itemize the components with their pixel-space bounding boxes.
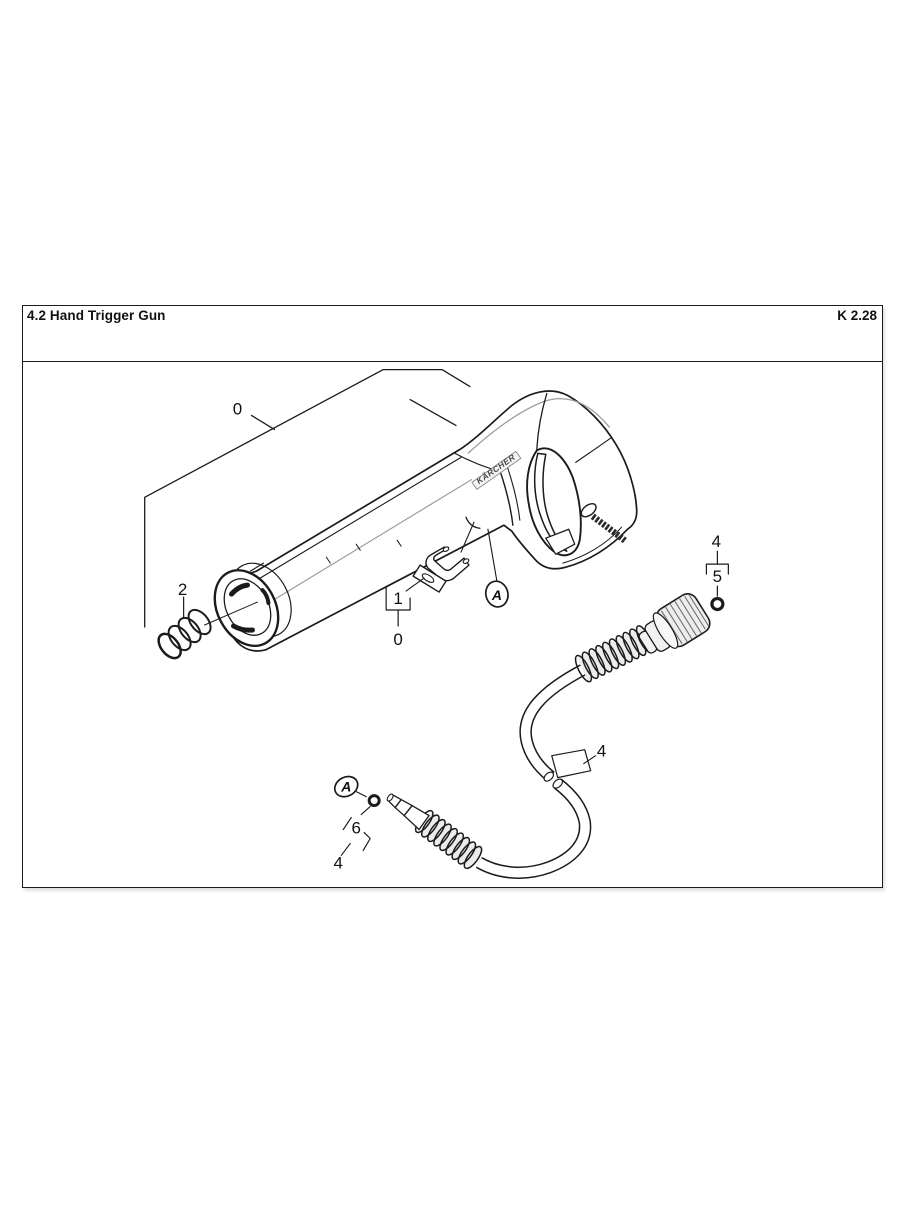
callout-gun-assembly: 0 xyxy=(233,399,242,418)
callout-hose-lower-group: 4 xyxy=(334,853,343,872)
barrel-end-cap xyxy=(213,562,292,647)
section-title: 4.2 Hand Trigger Gun xyxy=(27,308,166,323)
callout-detail-a-upper: A xyxy=(491,587,502,603)
upper-hose-spring xyxy=(574,624,655,682)
callout-clip-assembly: 0 xyxy=(393,629,402,648)
callout-spring: 2 xyxy=(178,580,187,599)
handle-recess xyxy=(580,502,597,518)
diagram-area: 0 xyxy=(23,363,880,886)
upper-oring-group: 4 5 xyxy=(705,532,729,611)
trigger-gun: KÄRCHER xyxy=(213,389,638,652)
callout-lower-oring: 6 xyxy=(352,818,361,837)
assembly-bracket: 0 xyxy=(144,368,471,628)
lower-oring xyxy=(367,793,381,807)
callout-upper-oring: 5 xyxy=(713,567,722,586)
exploded-view-drawing: 0 xyxy=(144,368,729,879)
page-reference: K 2.28 xyxy=(837,308,877,323)
callout-hose-upper-group: 4 xyxy=(712,532,721,551)
lower-oring-group: A 6 4 xyxy=(334,775,381,872)
upper-oring xyxy=(710,596,725,611)
callout-detail-a-lower: A xyxy=(340,778,351,794)
callout-hose-section: 4 xyxy=(597,741,606,760)
high-pressure-hose: 4 xyxy=(386,592,711,879)
coupling-nut xyxy=(638,592,711,654)
coupling-spring: 2 xyxy=(157,580,258,659)
detail-a-upper: A xyxy=(484,528,509,608)
hose-break-marker xyxy=(551,748,592,778)
sheet-header: 4.2 Hand Trigger Gun K 2.28 xyxy=(23,306,882,362)
callout-clip: 1 xyxy=(393,589,402,608)
lower-hose-fitting xyxy=(386,793,485,870)
parts-diagram-sheet: 4.2 Hand Trigger Gun K 2.28 0 xyxy=(22,305,883,888)
retainer-clip: 1 0 xyxy=(385,521,475,648)
